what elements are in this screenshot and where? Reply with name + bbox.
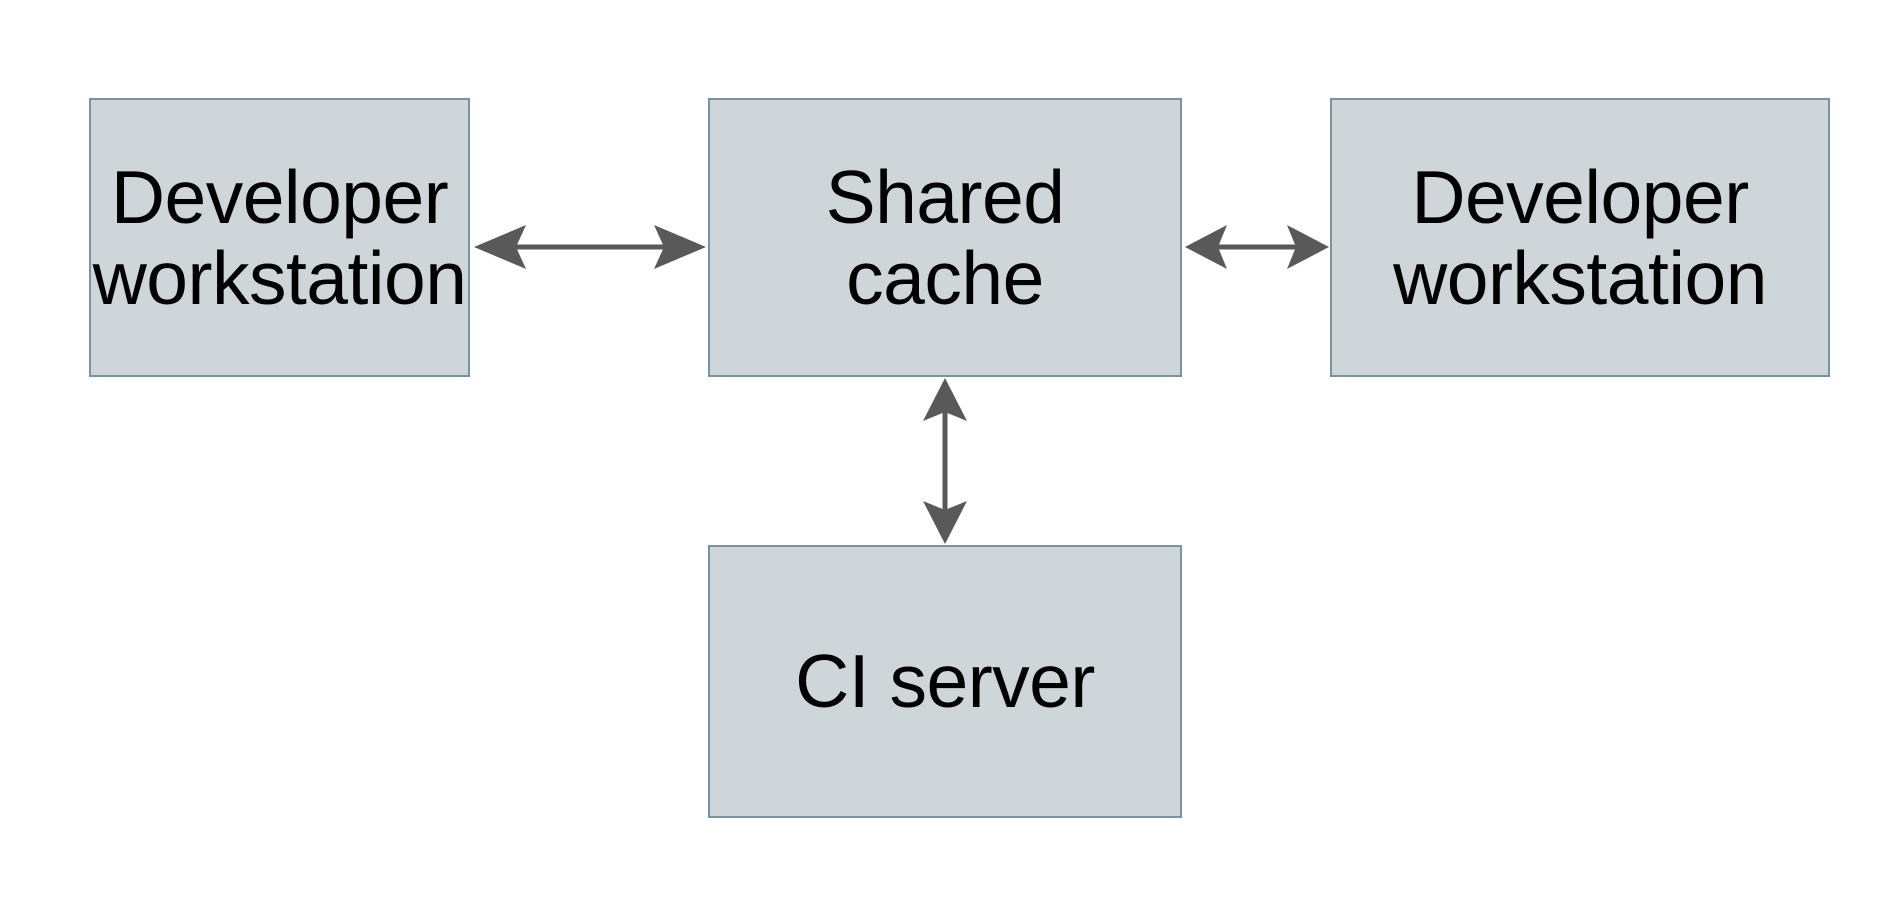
arrowhead-left-icon (474, 225, 526, 269)
arrowhead-up-icon (923, 378, 967, 421)
node-label: Shared cache (825, 154, 1065, 320)
arrowhead-down-icon (923, 501, 967, 544)
node-label: Developer workstation (92, 154, 467, 320)
connector-shared-cache-to-ci-server[interactable] (913, 375, 977, 547)
node-ci-server[interactable]: CI server (708, 545, 1182, 818)
connector-shaft (508, 244, 672, 250)
node-label: Developer workstation (1393, 154, 1767, 320)
arrowhead-right-icon (654, 225, 706, 269)
connector-shaft (1208, 244, 1306, 250)
connector-shaft (942, 401, 948, 521)
arrowhead-right-icon (1287, 225, 1329, 269)
node-developer-workstation-left[interactable]: Developer workstation (89, 98, 470, 377)
node-developer-workstation-right[interactable]: Developer workstation (1330, 98, 1830, 377)
node-shared-cache[interactable]: Shared cache (708, 98, 1182, 377)
connector-shared-cache-to-developer-right[interactable] (1182, 215, 1332, 279)
node-label: CI server (795, 639, 1095, 723)
connector-developer-left-to-shared-cache[interactable] (470, 215, 710, 279)
arrowhead-left-icon (1185, 225, 1227, 269)
